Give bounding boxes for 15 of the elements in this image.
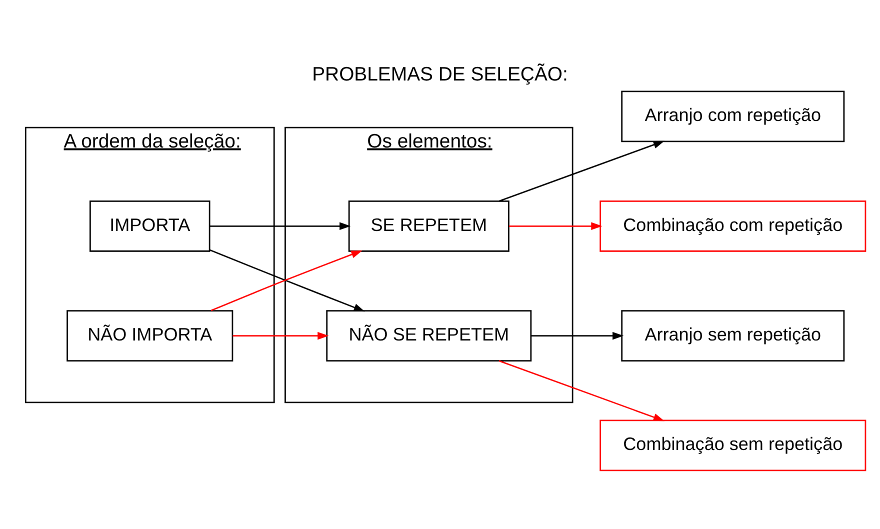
diagram-title: PROBLEMAS DE SELEÇÃO: (312, 63, 568, 86)
arrow (210, 222, 351, 230)
arrow (509, 222, 602, 230)
node-box: NÃO IMPORTA (66, 310, 234, 361)
node-box: Arranjo sem repetição (621, 310, 845, 361)
node-box: IMPORTA (90, 200, 210, 252)
arrow (498, 140, 665, 202)
node-box: NÃO SE REPETEM (326, 310, 532, 361)
arrow (498, 360, 665, 421)
node-box: Combinação sem repetição (600, 419, 866, 471)
arrow (531, 331, 624, 340)
arrow (232, 331, 329, 340)
node-box: Arranjo com repetição (621, 90, 845, 142)
node-box: SE REPETEM (348, 200, 510, 252)
node-box: Combinação com repetição (600, 200, 866, 252)
